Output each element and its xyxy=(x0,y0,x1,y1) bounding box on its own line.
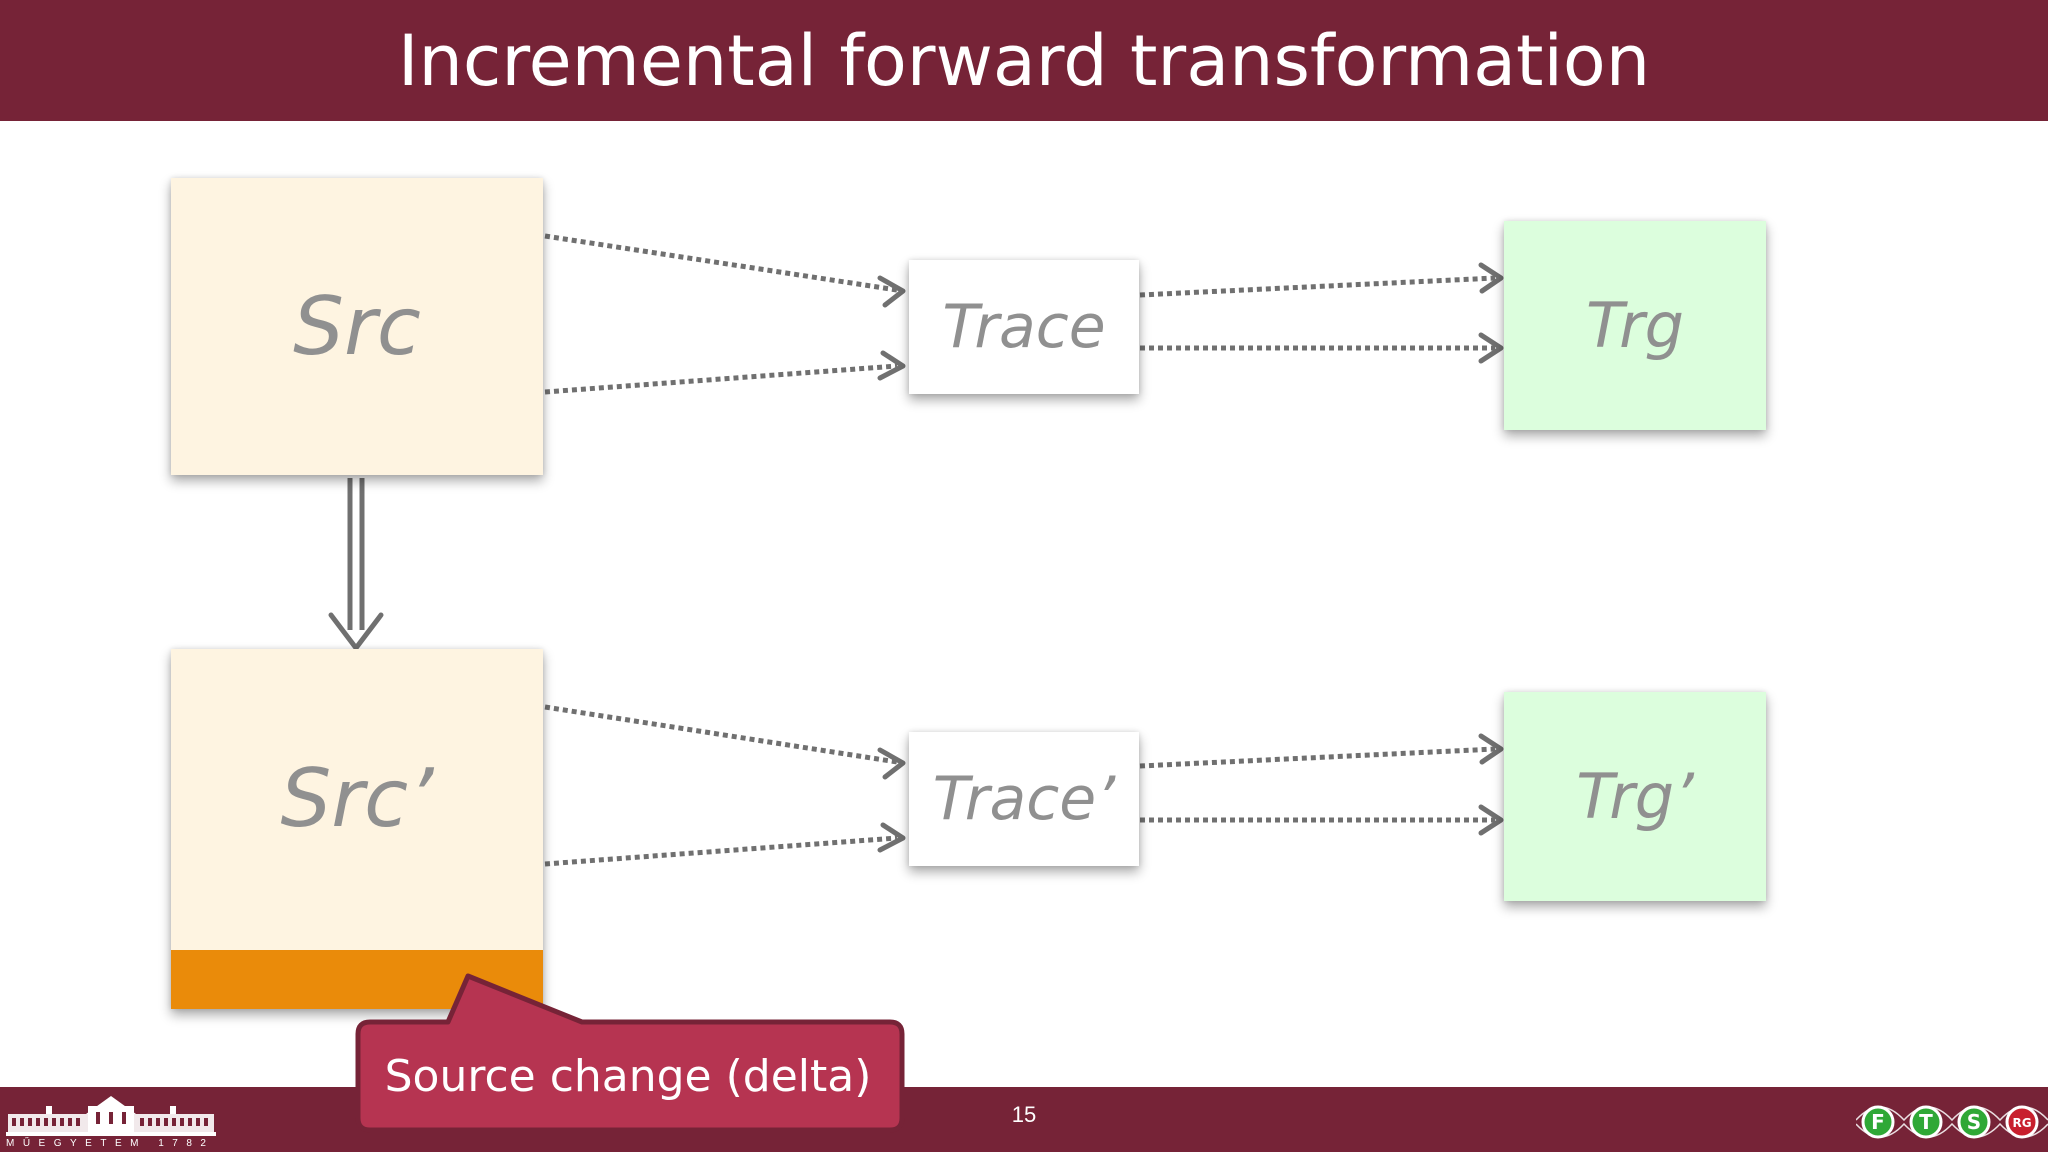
delta-callout-label: Source change (delta) xyxy=(384,1050,872,1102)
src-prime-box: Src’ xyxy=(171,649,543,1009)
arrowhead-icon xyxy=(877,275,906,308)
arrowhead-icon xyxy=(1478,733,1504,765)
trace-prime-box: Trace’ xyxy=(909,732,1139,866)
ftsrg-letter: RG xyxy=(2012,1116,2031,1130)
ftsrg-logo: F T S RG xyxy=(1856,1105,2048,1139)
slide-title: Incremental forward transformation xyxy=(397,19,1651,102)
ftsrg-s-icon xyxy=(1957,1105,1991,1139)
title-bar: Incremental forward transformation xyxy=(0,0,2048,121)
src-label: Src xyxy=(293,279,421,373)
src-box: Src xyxy=(171,178,543,475)
ftsrg-letter: T xyxy=(1919,1110,1933,1134)
arrowhead-icon xyxy=(877,350,906,381)
arrowhead-icon xyxy=(1478,332,1504,364)
university-building-logo xyxy=(6,1096,216,1136)
trg-box: Trg xyxy=(1504,221,1766,430)
footer-bar xyxy=(0,1087,2048,1152)
arrowhead-icon xyxy=(1478,804,1504,836)
trg-prime-label: Trg’ xyxy=(1576,759,1694,833)
arrowhead-icon xyxy=(877,747,906,780)
ftsrg-t-icon xyxy=(1909,1105,1943,1139)
arrowhead-icon xyxy=(1478,262,1504,294)
trace-prime-label: Trace’ xyxy=(932,764,1116,834)
ftsrg-letter: F xyxy=(1871,1110,1885,1134)
trg-prime-box: Trg’ xyxy=(1504,692,1766,901)
ftsrg-rg-icon xyxy=(2005,1105,2039,1139)
change-double-arrow xyxy=(328,478,384,651)
page-number: 15 xyxy=(1011,1102,1037,1127)
trace-box: Trace xyxy=(909,260,1139,394)
ftsrg-f-icon xyxy=(1861,1105,1895,1139)
srcp-to-tracep-connector-bottom xyxy=(544,835,898,867)
university-logo-caption: MŰEGYETEM 1782 xyxy=(6,1138,215,1149)
src-prime-label: Src’ xyxy=(280,752,434,845)
src-to-trace-connector-bottom xyxy=(544,363,898,395)
trace-label: Trace xyxy=(942,292,1106,362)
ftsrg-letter: S xyxy=(1967,1110,1981,1134)
arrowhead-icon xyxy=(877,822,906,853)
trg-label: Trg xyxy=(1586,288,1684,362)
